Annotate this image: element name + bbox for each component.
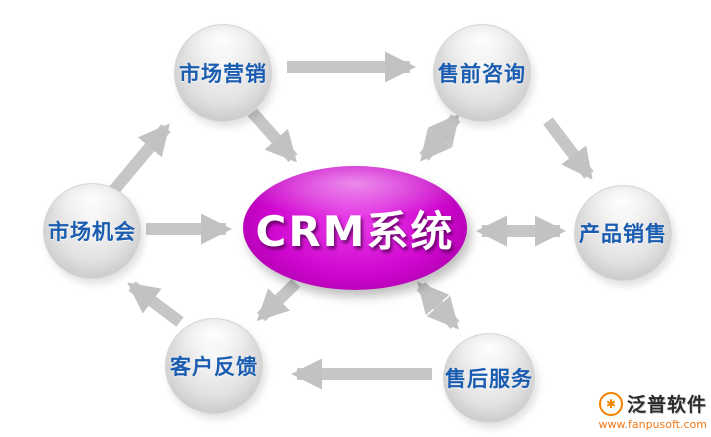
node-market-opportunity-label: 市场机会 [48, 220, 136, 244]
arrow-presales-center-bidirectional [419, 113, 461, 162]
crm-center-node: CRM系统 [243, 166, 467, 290]
arrow-center-aftersales-bidirectional [416, 281, 460, 330]
node-marketing-label: 市场营销 [179, 62, 267, 86]
crm-center-label: CRM系统 [255, 206, 455, 256]
node-presales-consulting: 售前咨询 [433, 24, 531, 122]
node-market-opportunity: 市场机会 [43, 183, 141, 279]
node-presales-label: 售前咨询 [438, 62, 526, 86]
node-product-sales: 产品销售 [574, 185, 672, 281]
node-customer-feedback: 客户反馈 [165, 318, 263, 414]
arrow-presales-to-product [543, 117, 594, 180]
arrow-marketing-to-center [247, 108, 298, 163]
arrow-center-to-feedback [256, 278, 301, 322]
node-aftersales-service: 售后服务 [443, 333, 535, 423]
node-product-sales-label: 产品销售 [579, 222, 667, 246]
watermark-brand: 泛普软件 [626, 394, 707, 416]
fanpu-logo-icon: ✱ [598, 391, 623, 416]
node-customer-feedback-label: 客户反馈 [170, 355, 258, 379]
watermark: ✱ 泛普软件 www.fanpusoft.com [599, 390, 707, 431]
watermark-url: www.fanpusoft.com [598, 418, 707, 431]
node-aftersales-label: 售后服务 [445, 367, 533, 391]
arrow-opportunity-to-marketing [109, 123, 171, 194]
node-marketing: 市场营销 [174, 24, 272, 122]
arrow-feedback-to-opportunity [127, 281, 184, 327]
